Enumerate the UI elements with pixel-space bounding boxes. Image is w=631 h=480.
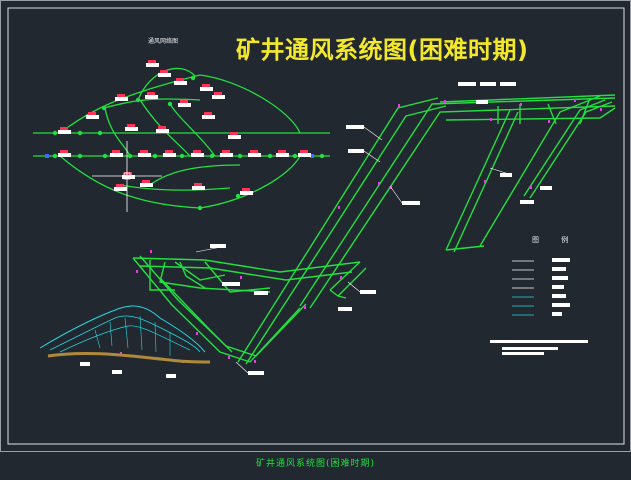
airway-label-boxes — [80, 82, 552, 378]
network-nodes — [52, 75, 325, 211]
legend-title: 图 例 — [532, 236, 579, 244]
bottom-caption: 矿井通风系统图(困难时期) — [255, 459, 376, 469]
terrain-surface — [39, 305, 211, 364]
mine-airways — [132, 94, 616, 365]
cad-crosshair — [92, 141, 162, 212]
network-labels — [58, 60, 311, 195]
ventilation-network-diagram — [33, 67, 330, 209]
network-diagram-title: 通风网络图 — [148, 38, 179, 45]
drawing-title: 矿井通风系统图(困难时期) — [236, 36, 529, 64]
inner-frame — [7, 7, 625, 445]
outer-frame — [0, 0, 631, 452]
network-blue-markers — [45, 154, 314, 158]
notes-block — [490, 340, 588, 355]
airway-leader-lines — [195, 126, 513, 374]
legend — [512, 258, 570, 316]
